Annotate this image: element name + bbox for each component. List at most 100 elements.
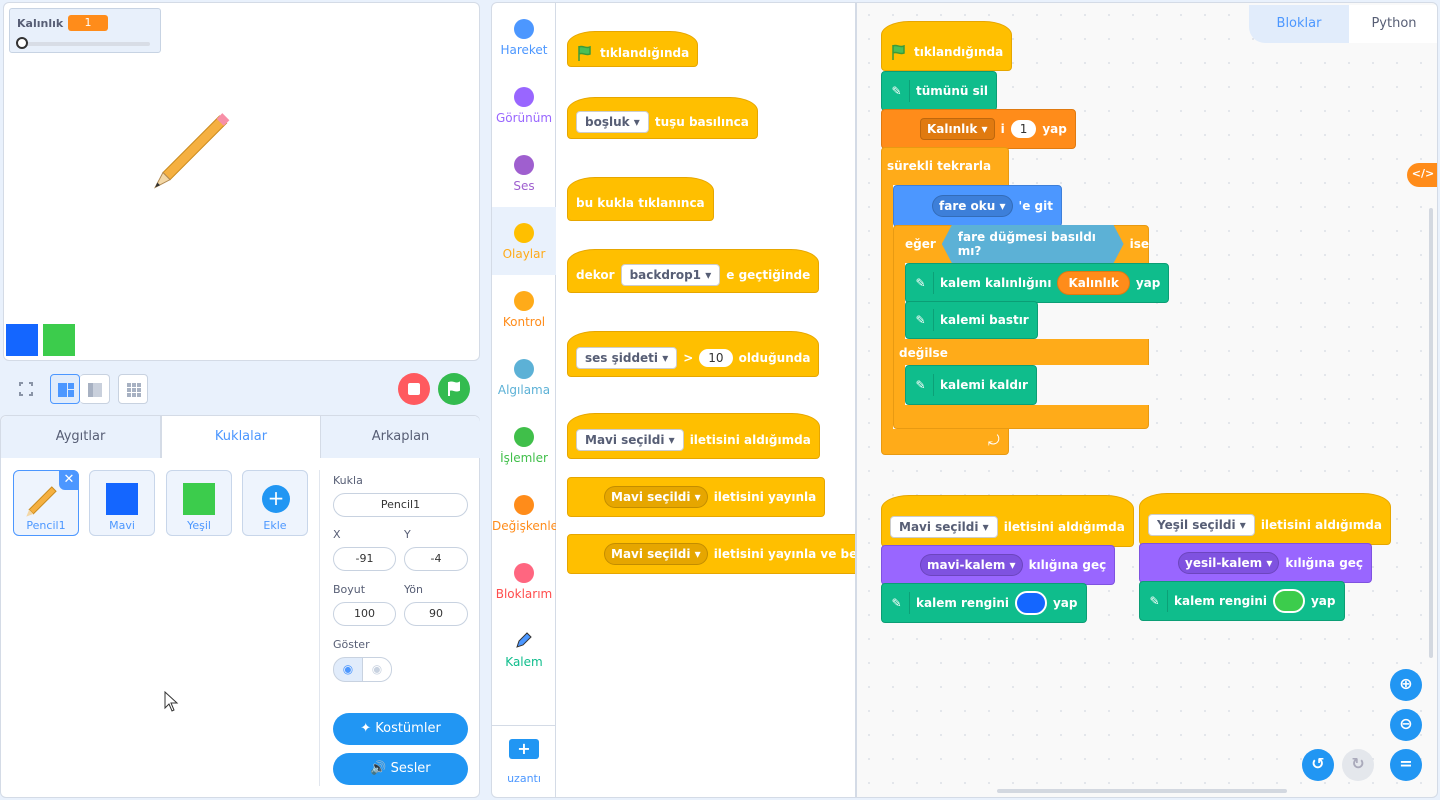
block-when-receive[interactable]: Yeşil seçildi ▾ iletisini aldığımda bbox=[1139, 493, 1391, 545]
slider-knob[interactable] bbox=[16, 37, 28, 49]
show-eye-icon[interactable]: ◉ bbox=[333, 657, 363, 682]
direction-field[interactable]: 90 bbox=[404, 602, 468, 626]
sounds-button[interactable]: 🔊 Sesler bbox=[333, 753, 468, 785]
loudness-dropdown[interactable]: ses şiddeti ▾ bbox=[576, 347, 678, 369]
sprite-tile-mavi[interactable]: Mavi bbox=[89, 470, 155, 536]
block-broadcast-and-wait[interactable]: Mavi seçildi ▾ iletisini yayınla ve bek bbox=[567, 534, 855, 574]
green-flag-button[interactable] bbox=[438, 373, 470, 405]
color-swatch[interactable] bbox=[1014, 591, 1047, 615]
pen-icon bbox=[516, 632, 532, 648]
condition-mouse-down[interactable]: fare düğmesi basıldı mı? bbox=[942, 225, 1124, 263]
key-dropdown[interactable]: boşluk ▾ bbox=[576, 111, 649, 133]
costume-dropdown[interactable]: yesil-kalem ▾ bbox=[1178, 552, 1280, 574]
block-pen-clear[interactable]: ✎ tümünü sil bbox=[881, 71, 997, 111]
block-when-flag-clicked[interactable]: tıklandığında bbox=[881, 21, 1013, 71]
category-ses[interactable]: Ses bbox=[492, 143, 556, 211]
block-set-variable[interactable]: Kalınlık ▾ i 1 yap bbox=[881, 109, 1076, 149]
block-set-pen-size[interactable]: ✎ kalem kalınlığını Kalınlık yap bbox=[905, 263, 1170, 303]
blue-sprite[interactable] bbox=[6, 324, 38, 356]
category-islemler[interactable]: İşlemler bbox=[492, 415, 556, 483]
block-set-pen-color[interactable]: ✎ kalem rengini yap bbox=[1139, 581, 1345, 621]
sprite-tile-yesil[interactable]: Yeşil bbox=[166, 470, 232, 536]
add-extension-icon[interactable]: + bbox=[509, 739, 539, 759]
zoom-in-icon[interactable]: ⊕ bbox=[1390, 669, 1422, 701]
tab-bloklar[interactable]: Bloklar bbox=[1249, 5, 1349, 43]
category-kalem[interactable]: Kalem bbox=[492, 619, 556, 687]
stop-button[interactable] bbox=[398, 373, 430, 405]
target-dropdown[interactable]: fare oku ▾ bbox=[932, 195, 1013, 217]
number-input[interactable]: 1 bbox=[1010, 120, 1037, 138]
stage[interactable]: Kalınlık 1 bbox=[3, 2, 480, 361]
y-field[interactable]: -4 bbox=[404, 547, 468, 571]
block-broadcast[interactable]: Mavi seçildi ▾ iletisini yayınla bbox=[567, 477, 826, 517]
block-pen-up[interactable]: ✎ kalemi kaldır bbox=[905, 365, 1037, 405]
fullscreen-icon[interactable] bbox=[11, 374, 41, 404]
block-when-key-pressed[interactable]: boşluk ▾ tuşu basılınca bbox=[567, 97, 758, 139]
category-hareket[interactable]: Hareket bbox=[492, 7, 556, 75]
variable-dropdown[interactable]: Kalınlık ▾ bbox=[920, 118, 995, 140]
block-pen-down[interactable]: ✎ kalemi bastır bbox=[905, 301, 1038, 339]
vertical-scrollbar[interactable] bbox=[1429, 208, 1433, 658]
zoom-out-icon[interactable]: ⊖ bbox=[1390, 709, 1422, 741]
category-bloklarim[interactable]: Bloklarım bbox=[492, 551, 556, 619]
horizontal-scrollbar[interactable] bbox=[997, 789, 1287, 793]
color-swatch[interactable] bbox=[1272, 589, 1305, 613]
block-text: kılığına geç bbox=[1285, 556, 1364, 570]
variable-monitor[interactable]: Kalınlık 1 bbox=[9, 8, 161, 53]
layout-normal-icon[interactable] bbox=[80, 374, 110, 404]
extension-label[interactable]: uzantı bbox=[507, 772, 541, 785]
block-set-pen-color[interactable]: ✎ kalem rengini yap bbox=[881, 583, 1087, 623]
layout-small-icon[interactable] bbox=[50, 374, 80, 404]
category-algilama[interactable]: Algılama bbox=[492, 347, 556, 415]
category-dot bbox=[514, 495, 534, 515]
number-input[interactable]: 10 bbox=[699, 349, 733, 367]
hide-eye-icon[interactable]: ◉ bbox=[362, 657, 392, 682]
green-sprite[interactable] bbox=[43, 324, 75, 356]
tab-python[interactable]: Python bbox=[1349, 5, 1437, 43]
message-dropdown[interactable]: Mavi seçildi ▾ bbox=[604, 486, 708, 508]
size-field[interactable]: 100 bbox=[333, 602, 396, 626]
code-toggle-icon[interactable]: </> bbox=[1407, 163, 1437, 187]
block-when-backdrop-switches[interactable]: dekor backdrop1 ▾ e geçtiğinde bbox=[567, 249, 820, 293]
monitor-slider[interactable] bbox=[20, 42, 150, 46]
pencil-sprite[interactable] bbox=[144, 95, 254, 195]
block-when-receive[interactable]: Mavi seçildi ▾ iletisini aldığımda bbox=[567, 413, 820, 459]
stop-icon bbox=[408, 383, 420, 395]
message-dropdown[interactable]: Mavi seçildi ▾ bbox=[890, 516, 998, 538]
zoom-reset-icon[interactable]: = bbox=[1390, 749, 1422, 781]
x-field[interactable]: -91 bbox=[333, 547, 396, 571]
category-kontrol[interactable]: Kontrol bbox=[492, 279, 556, 347]
tab-kuklalar[interactable]: Kuklalar bbox=[161, 416, 321, 458]
costume-dropdown[interactable]: mavi-kalem ▾ bbox=[920, 554, 1023, 576]
costumes-button[interactable]: ✦ Kostümler bbox=[333, 713, 468, 745]
category-gorunum[interactable]: Görünüm bbox=[492, 75, 556, 143]
block-go-to[interactable]: fare oku ▾ 'e git bbox=[893, 185, 1062, 227]
mouse-cursor-icon bbox=[164, 691, 179, 712]
tab-arkaplan[interactable]: Arkaplan bbox=[321, 416, 480, 458]
block-switch-costume[interactable]: yesil-kalem ▾ kılığına geç bbox=[1139, 543, 1373, 583]
message-dropdown[interactable]: Mavi seçildi ▾ bbox=[604, 543, 708, 565]
block-when-sprite-clicked[interactable]: bu kukla tıklanınca bbox=[567, 177, 714, 221]
redo-icon[interactable]: ↻ bbox=[1342, 749, 1374, 781]
sprite-tile-pencil[interactable]: ✕ Pencil1 bbox=[13, 470, 79, 536]
message-dropdown[interactable]: Yeşil seçildi ▾ bbox=[1148, 514, 1255, 536]
block-when-flag-clicked[interactable]: tıklandığında bbox=[567, 31, 699, 67]
category-degiskenler[interactable]: Değişkenler bbox=[492, 483, 556, 551]
green-flag-icon bbox=[578, 45, 591, 61]
block-when-receive[interactable]: Mavi seçildi ▾ iletisini aldığımda bbox=[881, 495, 1134, 547]
block-switch-costume[interactable]: mavi-kalem ▾ kılığına geç bbox=[881, 545, 1116, 585]
block-when-loudness[interactable]: ses şiddeti ▾ > 10 olduğunda bbox=[567, 331, 820, 377]
delete-sprite-icon[interactable]: ✕ bbox=[59, 470, 79, 490]
backdrop-dropdown[interactable]: backdrop1 ▾ bbox=[620, 264, 721, 286]
undo-icon[interactable]: ↺ bbox=[1302, 749, 1334, 781]
sprite-name-field[interactable]: Pencil1 bbox=[333, 493, 468, 517]
script-area[interactable]: Bloklar Python </> tıklandığında ✎ tümün… bbox=[856, 2, 1438, 798]
if-header: eğer fare düğmesi basıldı mı? ise bbox=[905, 224, 1149, 264]
tab-aygitlar[interactable]: Aygıtlar bbox=[1, 416, 161, 458]
grid-icon[interactable] bbox=[118, 374, 148, 404]
add-sprite-button[interactable]: + Ekle bbox=[242, 470, 308, 536]
category-olaylar[interactable]: Olaylar bbox=[492, 207, 556, 275]
variable-reporter[interactable]: Kalınlık bbox=[1057, 271, 1130, 295]
sprite-name: Pencil1 bbox=[26, 519, 66, 532]
message-dropdown[interactable]: Mavi seçildi ▾ bbox=[576, 429, 684, 451]
